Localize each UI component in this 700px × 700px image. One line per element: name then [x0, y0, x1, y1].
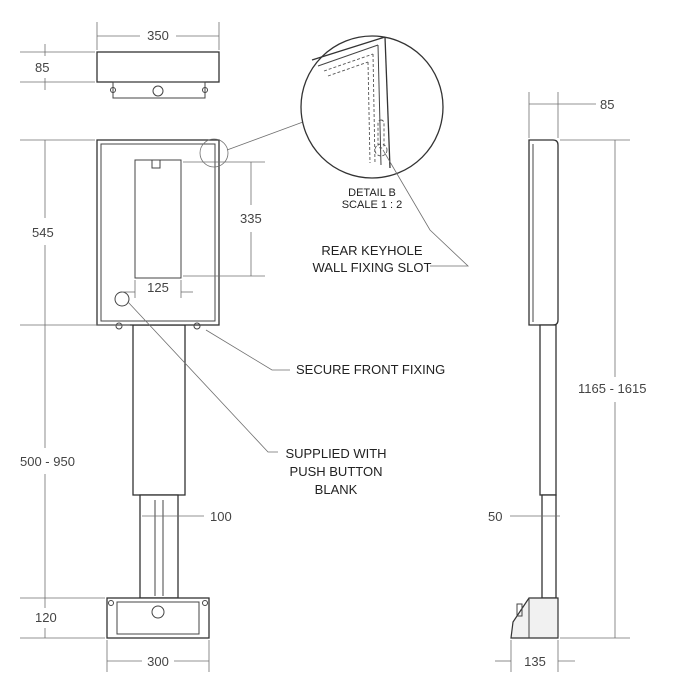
- side-view: [510, 139, 559, 639]
- callout-front-fixing-label: SECURE FRONT FIXING: [296, 362, 445, 377]
- callout-keyhole: REAR KEYHOLE WALL FIXING SLOT: [313, 149, 470, 275]
- dim-base-width: 300: [106, 640, 210, 672]
- dim-post-height: 500 - 950: [20, 325, 105, 599]
- detail-b-marker: [199, 138, 229, 168]
- dim-top-width-label: 350: [147, 28, 169, 43]
- dim-base-width-label: 300: [147, 654, 169, 669]
- dim-base-height: 120: [20, 598, 105, 639]
- dim-box-height: 545: [20, 139, 130, 326]
- dim-side-depth-label: 85: [600, 97, 614, 112]
- dim-side-depth: 85: [528, 92, 614, 138]
- dim-top-width: 350: [96, 22, 220, 50]
- callout-push-button-line3: BLANK: [315, 482, 358, 497]
- dim-post-height-label: 500 - 950: [20, 454, 75, 469]
- dim-overall-height-label: 1165 - 1615: [578, 381, 646, 396]
- top-view: [96, 51, 220, 99]
- callout-push-button-line1: SUPPLIED WITH: [285, 446, 386, 461]
- dim-side-base: 135: [495, 640, 575, 672]
- detail-b-view: [226, 35, 444, 179]
- dim-side-post-label: 50: [488, 509, 502, 524]
- callout-keyhole-line2: WALL FIXING SLOT: [313, 260, 432, 275]
- dim-side-post: 50: [488, 509, 560, 524]
- dim-post-width-label: 100: [210, 509, 232, 524]
- detail-b-title: DETAIL B: [348, 187, 396, 199]
- front-view: [96, 138, 229, 639]
- dim-side-base-label: 135: [524, 654, 546, 669]
- dim-window-height-label: 335: [240, 211, 262, 226]
- callout-push-button: SUPPLIED WITH PUSH BUTTON BLANK: [127, 301, 387, 497]
- callout-front-fixing: SECURE FRONT FIXING: [205, 329, 445, 377]
- dim-post-width: 100: [142, 509, 232, 524]
- dim-base-height-label: 120: [35, 610, 57, 625]
- dim-window-width: 125: [122, 280, 193, 298]
- callout-push-button-line2: PUSH BUTTON: [290, 464, 383, 479]
- dim-window-width-label: 125: [147, 280, 169, 295]
- dim-overall-height: 1165 - 1615: [560, 139, 646, 639]
- dim-window-height: 335: [183, 161, 265, 277]
- callout-keyhole-line1: REAR KEYHOLE: [321, 243, 422, 258]
- dim-top-depth-label: 85: [35, 60, 49, 75]
- dim-top-depth: 85: [20, 44, 95, 90]
- detail-b-scale: SCALE 1 : 2: [342, 199, 403, 211]
- dim-box-height-label: 545: [32, 225, 54, 240]
